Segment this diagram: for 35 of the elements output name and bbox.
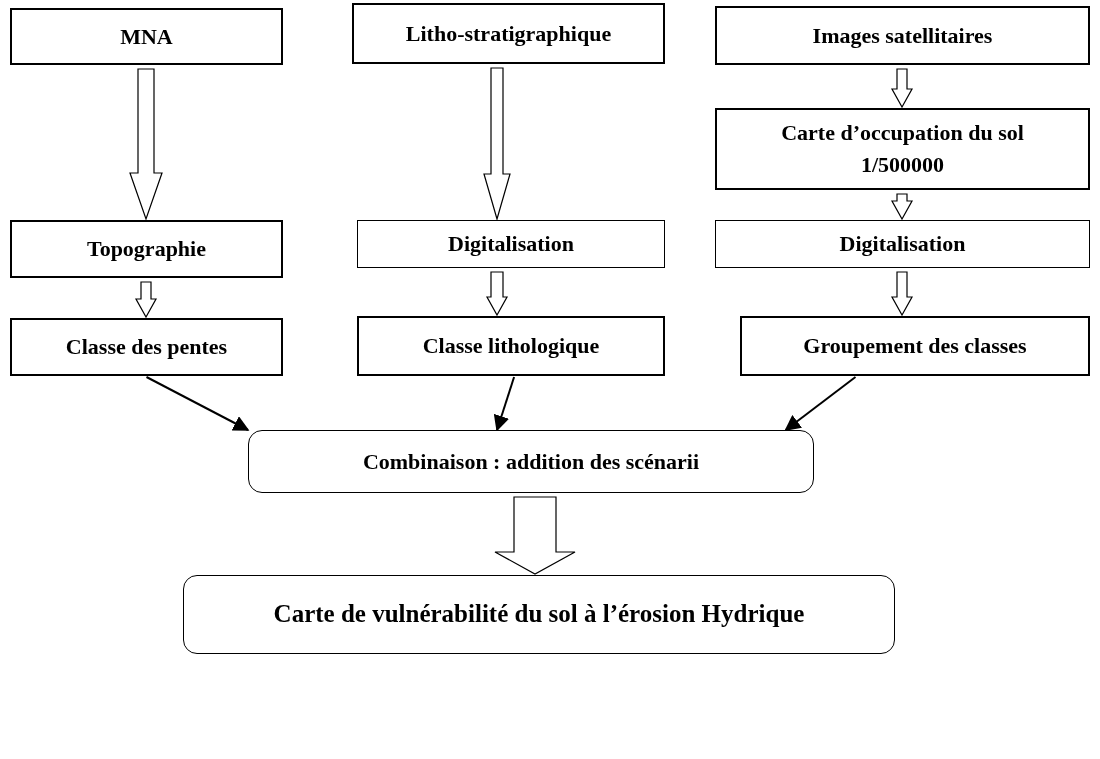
process-box — [183, 575, 895, 654]
box-label: Digitalisation — [448, 230, 574, 259]
box-label: Carte de vulnérabilité du sol à l’érosion Hydrique — [273, 599, 805, 630]
block-arrow — [891, 271, 913, 317]
block-arrow — [494, 496, 576, 575]
process-box — [357, 316, 665, 376]
block-arrow — [891, 193, 913, 221]
box-label: Classe lithologique — [422, 332, 600, 361]
process-box — [10, 220, 283, 278]
block-arrow — [483, 67, 511, 222]
box-label: MNA — [120, 22, 173, 51]
process-box — [715, 108, 1090, 190]
block-arrow — [135, 281, 157, 319]
process-box — [248, 430, 814, 493]
process-box — [715, 6, 1090, 65]
block-arrow — [891, 68, 913, 109]
box-label: Topographie — [87, 235, 206, 264]
box-label: Digitalisation — [839, 230, 966, 259]
process-box — [10, 318, 283, 376]
block-arrow — [486, 271, 508, 317]
arrow — [145, 376, 250, 431]
process-box — [10, 8, 283, 65]
box-label: Classe des pentes — [65, 333, 228, 362]
box-label: Combinaison : addition des scénarii — [362, 447, 700, 476]
arrow — [784, 376, 857, 431]
box-label: Groupement des classes — [803, 332, 1027, 361]
block-arrow — [129, 68, 163, 221]
box-label: Carte d’occupation du sol 1/500000 — [780, 119, 1025, 179]
process-box — [357, 220, 665, 268]
box-label: Images satellitaires — [812, 21, 993, 50]
arrow — [493, 376, 516, 432]
process-box — [352, 3, 665, 64]
box-label: Litho-stratigraphique — [405, 19, 612, 48]
process-box — [715, 220, 1090, 268]
process-box — [740, 316, 1090, 376]
